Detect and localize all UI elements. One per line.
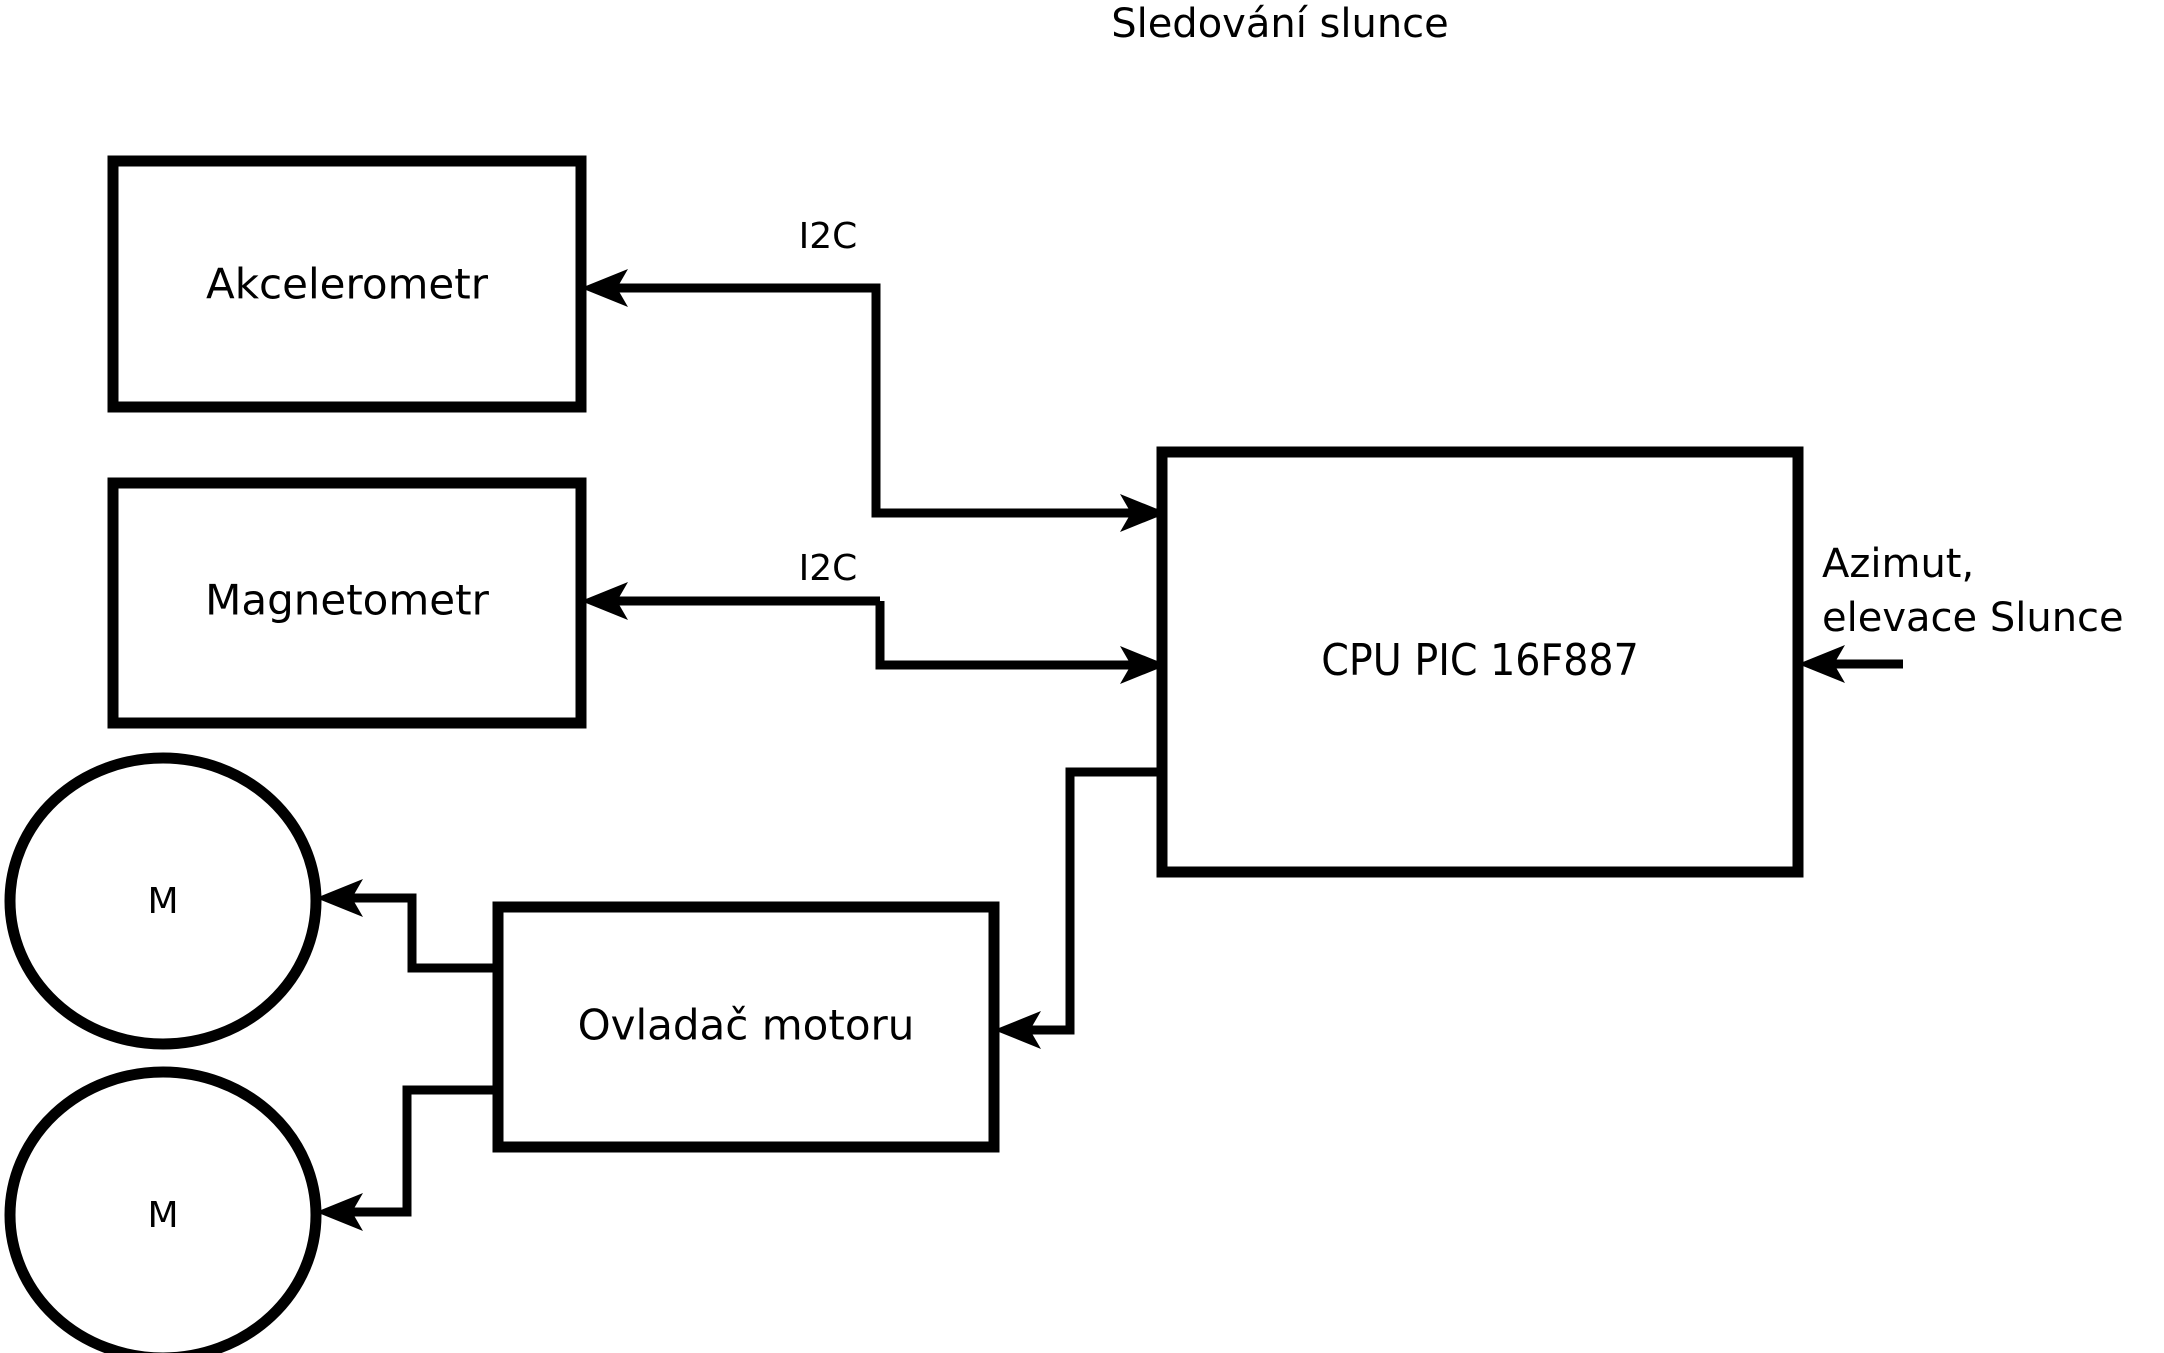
- node-accelerometer-label: Akcelerometr: [206, 260, 489, 309]
- edge-label-i2c-accelerometer: I2C: [799, 216, 858, 257]
- arrowhead-cpu-in-bottom: [1120, 646, 1167, 684]
- arrowhead-motor-bottom-in: [316, 1193, 363, 1231]
- node-magnetometer-label: Magnetometr: [205, 576, 489, 625]
- arrowhead-accelerometer-in: [581, 269, 628, 307]
- page-title: Sledování slunce: [1111, 1, 1449, 47]
- edge-motor-driver-to-motor-top: [349, 893, 498, 973]
- node-motor-top[interactable]: [4, 752, 322, 1050]
- arrowhead-motor-driver-in: [994, 1011, 1041, 1049]
- arrowhead-cpu-in-top: [1120, 494, 1167, 532]
- node-motor-driver[interactable]: [492, 901, 1000, 1153]
- edge-cpu-to-motor-driver: [1027, 767, 1162, 1035]
- arrowhead-motor-top-in: [316, 879, 363, 917]
- arrowhead-cpu-in-right: [1798, 645, 1845, 683]
- edge-motor-driver-to-motor-bottom: [349, 1085, 498, 1217]
- node-motor-bottom-label: M: [147, 1195, 178, 1236]
- arrowhead-magnetometer-in: [581, 582, 628, 620]
- annotation-sun-input-line1: Azimut,: [1822, 541, 1974, 587]
- node-motor-driver-label: Ovladač motoru: [578, 1001, 915, 1050]
- edge-cpu-to-accelerometer: [614, 283, 1162, 518]
- edge-magnetometer-to-cpu: [875, 601, 1134, 670]
- node-cpu-label: CPU PIC 16F887: [1321, 635, 1639, 686]
- node-magnetometer[interactable]: [107, 477, 587, 729]
- node-cpu[interactable]: [1156, 446, 1804, 878]
- node-motor-top-label: M: [147, 881, 178, 922]
- annotation-sun-input-line2: elevace Slunce: [1822, 595, 2124, 641]
- node-motor-bottom[interactable]: [4, 1066, 322, 1353]
- edge-label-i2c-magnetometer: I2C: [799, 548, 858, 589]
- node-accelerometer[interactable]: [107, 155, 587, 413]
